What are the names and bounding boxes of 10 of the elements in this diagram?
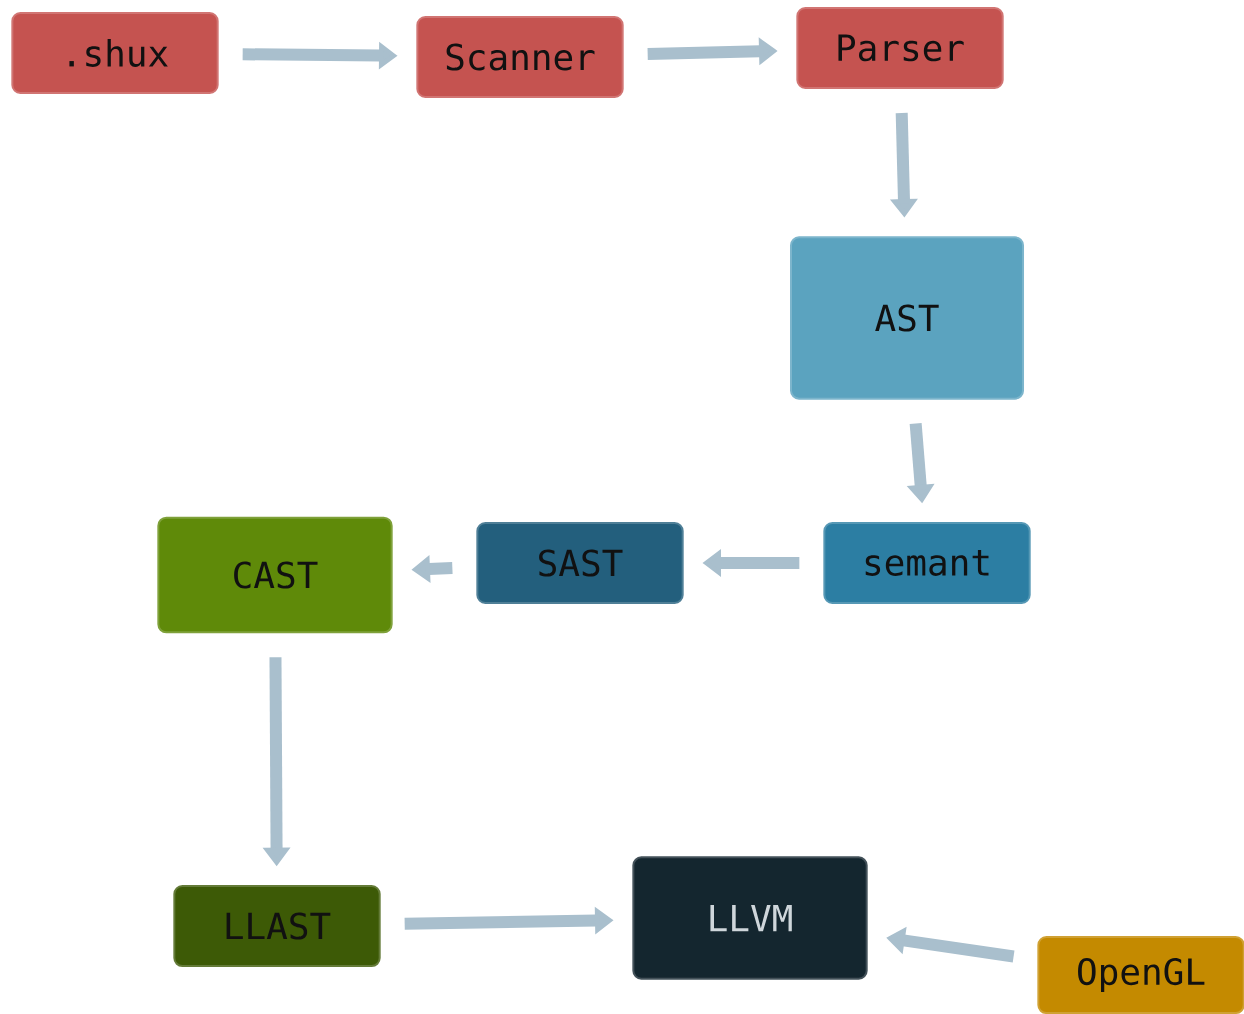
process-box: LLVM bbox=[632, 856, 868, 980]
process-box: LLAST bbox=[173, 885, 381, 967]
process-box: OpenGL bbox=[1037, 936, 1244, 1014]
process-box: Scanner bbox=[416, 16, 624, 98]
process-box: semant bbox=[823, 522, 1031, 604]
process-box: CAST bbox=[157, 516, 393, 634]
process-box: SAST bbox=[476, 522, 684, 604]
process-box: .shux bbox=[11, 12, 219, 94]
process-box: AST bbox=[790, 236, 1024, 400]
process-box: Parser bbox=[796, 7, 1004, 89]
